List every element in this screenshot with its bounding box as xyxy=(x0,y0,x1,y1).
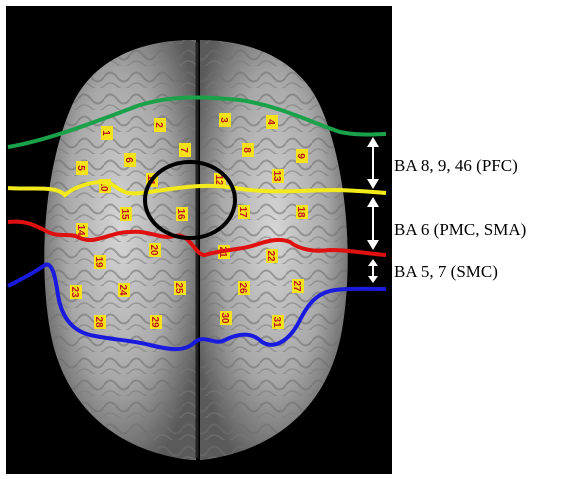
electrode-22: 22 xyxy=(265,249,278,263)
electrode-label: 8 xyxy=(241,147,252,153)
electrode-label: 29 xyxy=(149,316,160,328)
electrode-label: 7 xyxy=(178,147,189,153)
electrode-label: 3 xyxy=(218,117,229,123)
electrode-7: 7 xyxy=(178,143,191,157)
electrode-2: 2 xyxy=(153,118,166,132)
electrode-label: 27 xyxy=(291,280,302,292)
electrode-17: 17 xyxy=(237,205,250,219)
electrode-label: 20 xyxy=(148,244,159,256)
electrode-label: 15 xyxy=(119,208,130,220)
electrode-label: 24 xyxy=(117,284,128,296)
region-label-pfc: BA 8, 9, 46 (PFC) xyxy=(394,156,518,175)
electrode-label: 1 xyxy=(100,130,111,136)
electrode-label: 9 xyxy=(295,153,306,159)
electrode-28: 28 xyxy=(93,315,106,329)
electrode-26: 26 xyxy=(237,281,250,295)
electrode-3: 3 xyxy=(218,113,231,127)
electrode-label: 2 xyxy=(153,122,164,128)
electrode-label: 22 xyxy=(265,250,276,262)
electrode-18: 18 xyxy=(295,205,308,219)
electrode-30: 30 xyxy=(219,311,232,325)
electrode-16: 16 xyxy=(175,207,188,221)
region-label-smc: BA 5, 7 (SMC) xyxy=(394,262,498,281)
electrode-13: 13 xyxy=(271,169,284,183)
electrode-25: 25 xyxy=(173,281,186,295)
region-label-pmc: BA 6 (PMC, SMA) xyxy=(394,220,526,239)
electrode-5: 5 xyxy=(75,161,88,175)
electrode-6: 6 xyxy=(123,153,136,167)
electrode-label: 25 xyxy=(173,282,184,294)
electrode-label: 26 xyxy=(237,282,248,294)
electrode-23: 23 xyxy=(69,285,82,299)
electrode-20: 20 xyxy=(148,243,161,257)
electrode-15: 15 xyxy=(119,207,132,221)
electrode-label: 13 xyxy=(271,170,282,182)
electrode-label: 19 xyxy=(93,256,104,268)
electrode-label: 5 xyxy=(75,165,86,171)
electrode-19: 19 xyxy=(93,255,106,269)
electrode-4: 4 xyxy=(265,115,278,129)
electrode-label: 23 xyxy=(69,286,80,298)
electrode-8: 8 xyxy=(241,143,254,157)
electrode-29: 29 xyxy=(149,315,162,329)
electrode-27: 27 xyxy=(291,279,304,293)
electrode-label: 6 xyxy=(123,157,134,163)
electrode-label: 31 xyxy=(271,316,282,328)
electrode-31: 31 xyxy=(271,315,284,329)
electrode-24: 24 xyxy=(117,283,130,297)
electrode-1: 1 xyxy=(100,126,113,140)
electrode-label: 14 xyxy=(75,224,86,236)
electrode-label: 28 xyxy=(93,316,104,328)
electrode-label: 17 xyxy=(237,206,248,218)
electrode-label: 16 xyxy=(175,208,186,220)
electrode-9: 9 xyxy=(295,149,308,163)
electrode-label: 4 xyxy=(265,119,276,125)
electrode-label: 30 xyxy=(219,312,230,324)
electrode-label: 18 xyxy=(295,206,306,218)
